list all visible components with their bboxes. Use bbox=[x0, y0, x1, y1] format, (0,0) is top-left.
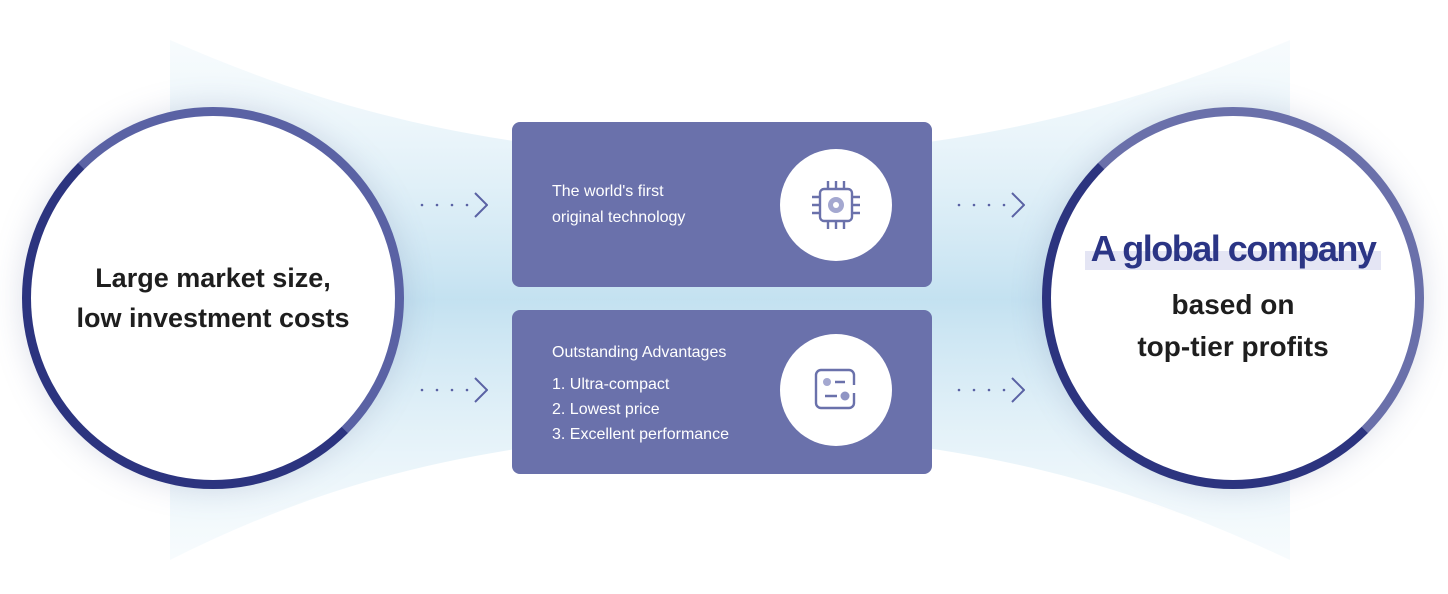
advantage-item: 3. Excellent performance bbox=[552, 426, 729, 443]
chip-icon-circle bbox=[780, 149, 892, 261]
market-line-2: low investment costs bbox=[76, 303, 350, 333]
market-line-1: Large market size, bbox=[95, 263, 331, 293]
advantages-title: Outstanding Advantages bbox=[552, 344, 727, 361]
chip-gear-icon bbox=[812, 181, 860, 229]
arrow-right-icon bbox=[957, 192, 1025, 218]
advantages-box: Outstanding Advantages 1. Ultra-compact … bbox=[512, 310, 932, 474]
technology-line-2: original technology bbox=[552, 209, 686, 226]
dashboard-icon bbox=[814, 368, 856, 410]
advantage-item: 2. Lowest price bbox=[552, 401, 660, 418]
advantage-item: 1. Ultra-compact bbox=[552, 376, 670, 393]
global-company-highlight: A global company bbox=[1084, 228, 1382, 270]
dashboard-icon-circle bbox=[780, 334, 892, 446]
market-circle: Large market size, low investment costs bbox=[22, 107, 404, 489]
global-line-1: based on bbox=[1171, 289, 1295, 320]
arrow-right-icon bbox=[957, 377, 1025, 403]
global-line-2: top-tier profits bbox=[1137, 331, 1329, 362]
arrow-right-icon bbox=[420, 192, 488, 218]
technology-box: The world's first original technology bbox=[512, 122, 932, 287]
technology-line-1: The world's first bbox=[552, 183, 664, 200]
arrow-right-icon bbox=[420, 377, 488, 403]
global-company-circle: A global company based on top-tier profi… bbox=[1042, 107, 1424, 489]
